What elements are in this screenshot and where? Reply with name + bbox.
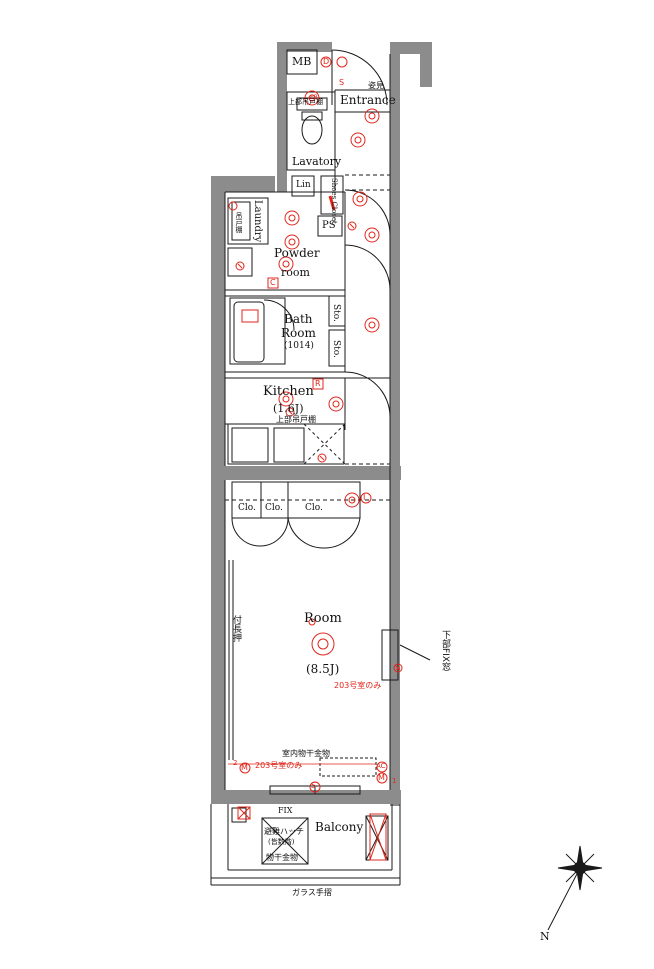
entrance-label: Entrance [340, 93, 396, 107]
long-rail-label: 付長押 [231, 615, 241, 642]
electrical-symbols [228, 56, 403, 861]
fix-label: FIX [278, 806, 293, 815]
kitchen-size-label: (1.6J) [273, 402, 304, 415]
symbol-ac: AC [376, 762, 386, 770]
room-size-label: (8.5J) [306, 662, 340, 676]
room-label: Room [304, 611, 342, 626]
closet-label-1: Clo. [238, 503, 256, 513]
evacuation-hatch-label: 避難ハッチ [264, 827, 304, 836]
closet-label-3: Clo. [305, 503, 323, 513]
interior-walls [210, 49, 401, 886]
symbol-num-1: 1 [392, 777, 397, 785]
indoor-drying-label: 室内物干金物 [282, 749, 330, 758]
storage-label-2: Sto. [331, 340, 341, 358]
laundry-shelf-label: 吊戸棚 [235, 212, 243, 233]
symbol-eb: EB [310, 94, 318, 101]
laundry-label: Laundry [252, 200, 263, 243]
symbol-m-right: M [378, 773, 385, 782]
closet-label-2: Clo. [265, 503, 283, 513]
symbol-i: I [363, 493, 366, 502]
bath-label: Bath [284, 312, 313, 326]
door-swings [263, 49, 431, 661]
exterior-walls [211, 42, 432, 806]
symbol-r: R [315, 379, 321, 388]
storage-label-1: Sto. [331, 304, 341, 322]
symbol-s-window: S [395, 663, 401, 672]
balcony-label: Balcony [315, 820, 364, 834]
room-203-note-1: 203号室のみ [334, 681, 382, 690]
balcony-drying-label: 物干金物 [266, 853, 298, 862]
linen-label: Lin [296, 180, 311, 190]
ps-label: PS [322, 220, 336, 231]
powder-room-label-2: room [281, 266, 310, 279]
kitchen-cabinet-label: 上部吊戸棚 [276, 415, 316, 424]
shoes-closet-label: Shoes Closet [330, 178, 338, 224]
bath-room-label: Room [281, 326, 316, 340]
symbol-s-balcony: S [311, 781, 317, 790]
symbol-c: C [270, 278, 276, 287]
lavatory-label: Lavatory [292, 155, 342, 168]
symbol-s-entrance: S [339, 78, 345, 87]
lavatory-cabinet-label: 上部吊戸棚 [288, 98, 323, 106]
fix-window-label: 下部FIX窓 [440, 630, 450, 671]
symbol-num-2: 2 [233, 759, 238, 767]
bath-size-label: (1014) [284, 341, 314, 351]
room-203-note-2: 203号室のみ [255, 761, 303, 770]
compass-icon [547, 845, 603, 931]
north-label: N [540, 930, 550, 943]
mb-label: MB [292, 55, 312, 68]
symbol-m-left: M [241, 763, 248, 772]
evacuation-hatch-floors: (皆数階) [268, 838, 295, 846]
powder-room-label: Powder [274, 246, 320, 260]
glass-railing-label: ガラス手摺 [292, 888, 332, 897]
kitchen-label: Kitchen [263, 384, 314, 399]
mirror-label: 姿見 [368, 81, 384, 90]
symbol-d: D [323, 57, 330, 66]
